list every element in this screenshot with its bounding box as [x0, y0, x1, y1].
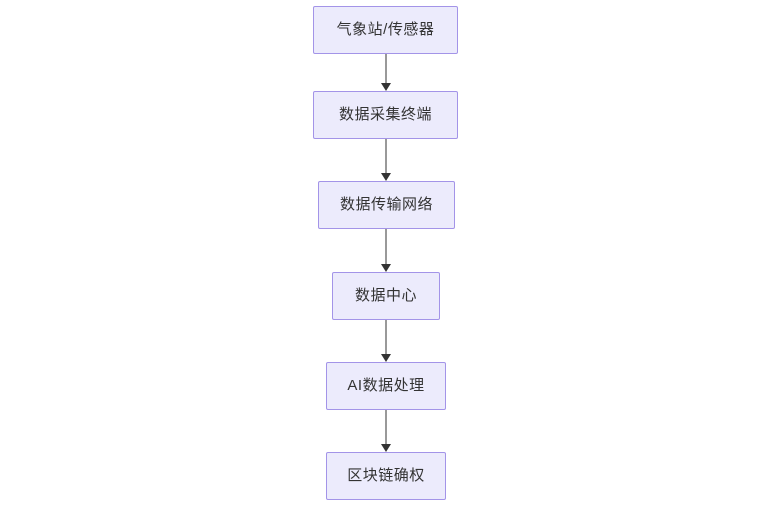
flow-node-label: 区块链确权: [347, 467, 425, 484]
arrow-down-icon: [381, 83, 391, 91]
flow-node-label: 数据传输网络: [339, 196, 433, 213]
flow-node-label: AI数据处理: [347, 377, 425, 394]
edge-line: [385, 54, 387, 83]
flow-node-data-collection-terminal[interactable]: 数据采集终端: [313, 91, 458, 139]
arrow-down-icon: [381, 444, 391, 452]
flow-node-label: 气象站/传感器: [336, 21, 435, 38]
flow-node-label: 数据中心: [354, 287, 417, 304]
edge-line: [385, 410, 387, 444]
edge-line: [385, 139, 387, 173]
edge-line: [385, 229, 387, 264]
flow-node-data-center[interactable]: 数据中心: [332, 272, 440, 320]
flow-node-ai-data-processing[interactable]: AI数据处理: [326, 362, 446, 410]
arrow-down-icon: [381, 354, 391, 362]
flow-node-data-transmission-network[interactable]: 数据传输网络: [318, 181, 455, 229]
arrow-down-icon: [381, 264, 391, 272]
flow-node-weather-station-sensor[interactable]: 气象站/传感器: [313, 6, 458, 54]
edge-line: [385, 320, 387, 354]
arrow-down-icon: [381, 173, 391, 181]
flow-node-blockchain-rights-confirmation[interactable]: 区块链确权: [326, 452, 446, 500]
flow-node-label: 数据采集终端: [338, 106, 432, 123]
